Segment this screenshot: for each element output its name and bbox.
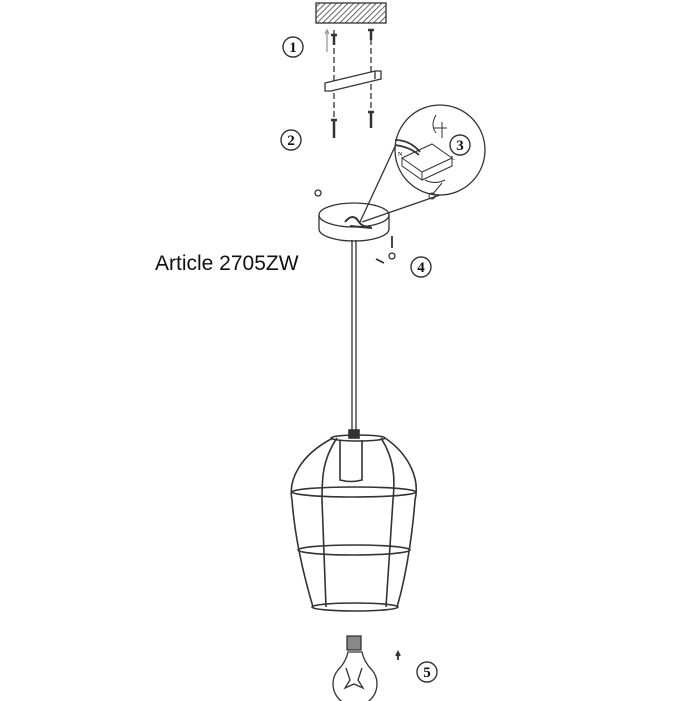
mounting-bracket bbox=[324, 70, 382, 92]
step-3: 3 bbox=[456, 138, 464, 154]
step-1: 1 bbox=[289, 40, 297, 56]
neutral-label: N bbox=[398, 152, 403, 158]
cord bbox=[351, 240, 357, 432]
ceiling-plate bbox=[315, 2, 387, 24]
step-2: 2 bbox=[287, 133, 295, 149]
live-label: L bbox=[451, 156, 455, 162]
canopy bbox=[314, 189, 390, 242]
step-markers bbox=[280, 36, 471, 683]
step-4: 4 bbox=[417, 260, 425, 276]
wire-cage bbox=[290, 429, 417, 612]
step-5: 5 bbox=[423, 665, 431, 681]
terminal-block bbox=[394, 114, 453, 200]
article-label: Article 2705ZW bbox=[155, 252, 299, 275]
light-bulb bbox=[332, 635, 401, 701]
